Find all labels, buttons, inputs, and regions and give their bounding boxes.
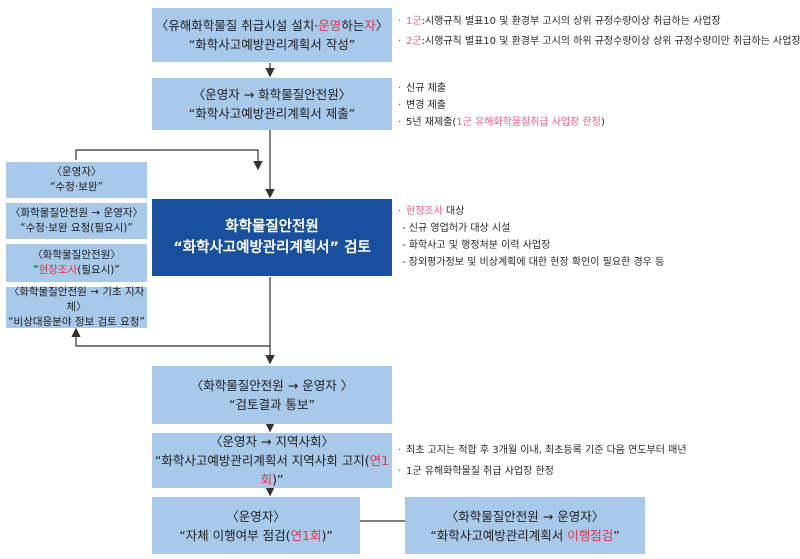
side-local-gov-action: “비상대응분야 정보 검토 요청” [8,316,145,328]
step-submit-plan: 〈운영자 → 화학물질안전원〉 “화학사고예방관리계획서 제출” [152,78,392,130]
side-revise: 〈운영자〉 “수정·보완” [6,162,147,198]
loop-review-to-side [71,327,270,347]
step-community-notice: 〈운영자 → 지역사회〉 “화학사고예방관리계획서 지역사회 고지(연1회)” [152,433,392,488]
step-notify-result: 〈화학물질안전원 → 운영자 〉 “검토결과 통보” [152,366,392,424]
step-inspection-actor: 〈화학물질안전원 → 운영자〉 [445,508,605,524]
note-site-inspection-targets: ·현장조사 대상 - 신규 영업허가 대상 시설 - 화학사고 및 행정처분 이… [398,206,665,268]
loop-side-to-review [75,149,263,171]
note-group-1: ·1군:시행규칙 별표10 및 환경부 고시의 상위 규정수량이상 취급하는 사… [398,16,721,27]
side-revise-request-actor: 〈화학물질안전원 → 운영자〉 [9,207,144,219]
side-site-inspection: 〈화학물질안전원〉 “현장조사(필요시)” [6,244,147,282]
step-write-plan: 〈유해화학물질 취급시설 설치·운영하는자〉 “화학사고예방관리계획서 작성” [152,8,392,62]
step-submit-actor: 〈운영자 → 화학물질안전원〉 [192,87,352,102]
step-notify-actor: 〈화학물질안전원 → 운영자 〉 [190,378,354,393]
step-review-action: “화학사고예방관리계획서” 검토 [173,239,371,256]
side-local-gov-request: 〈화학물질안전원 → 기초 지자체〉 “비상대응분야 정보 검토 요청” [6,286,147,328]
step-inspection-action: “화학사고예방관리계획서 이행점검” [430,527,620,543]
side-revise-request-action: “수정·보완 요청(필요시)” [20,222,133,234]
side-site-inspection-actor: 〈화학물질안전원〉 [32,249,121,261]
step-self-check: 〈운영자〉 “자체 이행여부 점검(연1회)” [152,497,360,554]
side-revise-action: “수정·보완” [50,181,103,193]
side-revise-actor: 〈운영자〉 [51,166,102,178]
step-write-plan-actor: 〈유해화학물질 취급시설 설치·운영하는자〉 [155,18,389,33]
side-revise-request: 〈화학물질안전원 → 운영자〉 “수정·보완 요청(필요시)” [6,203,147,239]
step-submit-action: “화학사고예방관리계획서 제출” [188,106,356,121]
step-self-check-actor: 〈운영자〉 [226,508,286,524]
side-local-gov-actor: 〈화학물질안전원 → 기초 지자체〉 [8,286,145,313]
step-write-plan-action: “화학사고예방관리계획서 작성” [188,37,356,52]
step-implementation-inspection: 〈화학물질안전원 → 운영자〉 “화학사고예방관리계획서 이행점검” [405,497,645,554]
step-community-action: “화학사고예방관리계획서 지역사회 고지(연1회)” [154,453,390,487]
side-site-inspection-action: “현장조사(필요시)” [33,264,120,276]
step-notify-action: “검토결과 통보” [229,397,315,412]
step-community-actor: 〈운영자 → 지역사회〉 [210,434,334,449]
note-group-2: ·2군:시행규칙 별표10 및 환경부 고시의 하위 규정수량이상 상위 규정수… [398,36,800,47]
step-self-check-action: “자체 이행여부 점검(연1회)” [179,527,333,543]
note-submission-types: ·신규 제출 ·변경 제출 ·5년 재제출(1군 유해화학물질취급 사업장 한정… [398,83,605,128]
note-community-notice: ·최초 고지는 적합 후 3개월 이내, 최초등록 기준 다음 연도부터 매년 … [398,445,687,477]
step-review-actor: 화학물질안전원 [225,218,319,235]
step-review-plan: 화학물질안전원 “화학사고예방관리계획서” 검토 [152,199,392,276]
